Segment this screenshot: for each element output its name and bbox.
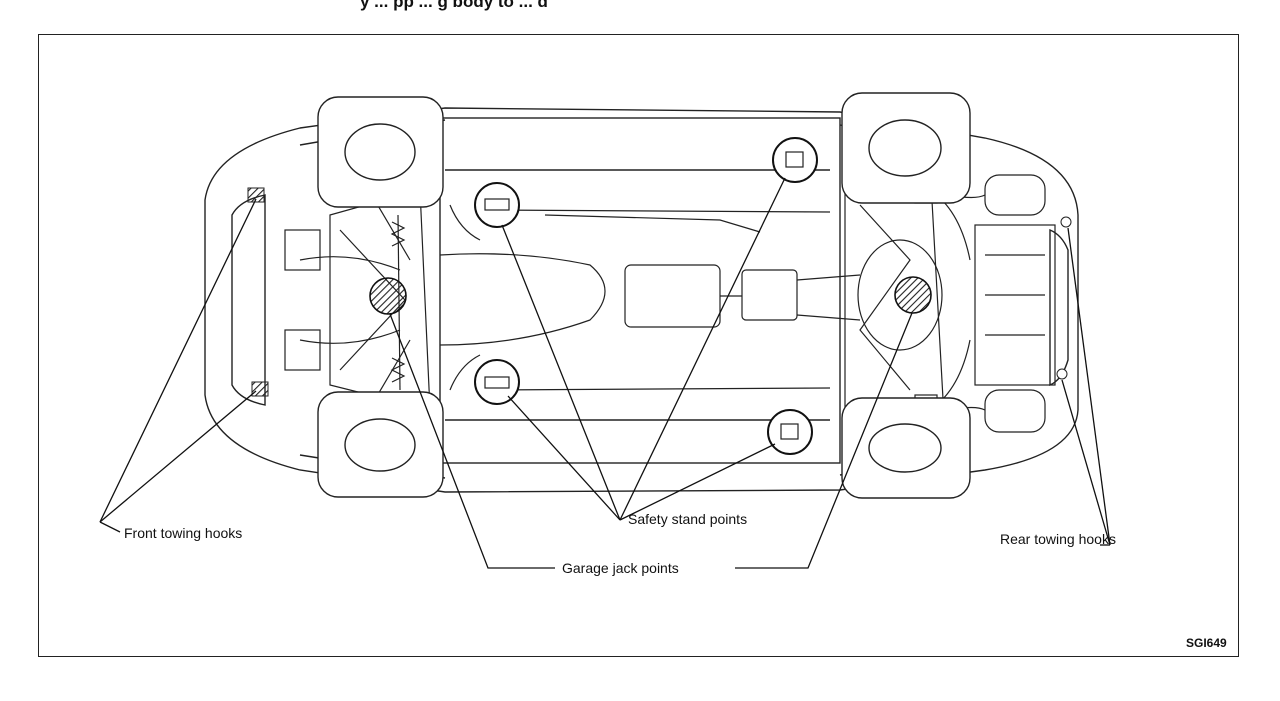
page-header-cropped: y ... pp ... g body to ... d: [360, 0, 548, 11]
rear-bumper: [1049, 228, 1069, 387]
driveline: [439, 204, 861, 391]
exhaust-mufflers: [949, 174, 1056, 433]
transmission-box: [624, 264, 721, 328]
label-garage-jack-points: Garage jack points: [562, 560, 679, 576]
front-bumper: [231, 194, 266, 406]
body-outline: [204, 107, 1079, 493]
label-front-towing-hooks: Front towing hooks: [124, 525, 242, 541]
leader-lines: [99, 177, 1111, 569]
stand-point-rear-left: [772, 137, 818, 183]
label-safety-stand-points: Safety stand points: [628, 511, 747, 527]
front-suspension: [284, 174, 431, 426]
tires: [317, 92, 971, 499]
jack-point-front: [369, 277, 407, 315]
jack-point-rear: [894, 276, 932, 314]
center-mount: [741, 269, 798, 321]
tire-rear-left: [841, 92, 971, 204]
tire-rear-right: [841, 397, 971, 499]
label-rear-towing-hooks: Rear towing hooks: [1000, 531, 1116, 547]
tire-front-right: [317, 391, 444, 498]
safety-stand-point-circles: [474, 137, 818, 455]
figure-code: SGI649: [1186, 636, 1227, 650]
center-floor: [439, 117, 841, 464]
stand-point-front-right: [474, 359, 520, 405]
tire-front-left: [317, 96, 444, 208]
diagram-frame: [38, 34, 1239, 657]
front-towing-hook-marks: [247, 187, 269, 397]
stand-point-front-left: [474, 182, 520, 228]
garage-jack-points: [369, 276, 932, 315]
rear-towing-hook-marks: [1056, 216, 1072, 380]
stand-point-rear-right: [767, 409, 813, 455]
